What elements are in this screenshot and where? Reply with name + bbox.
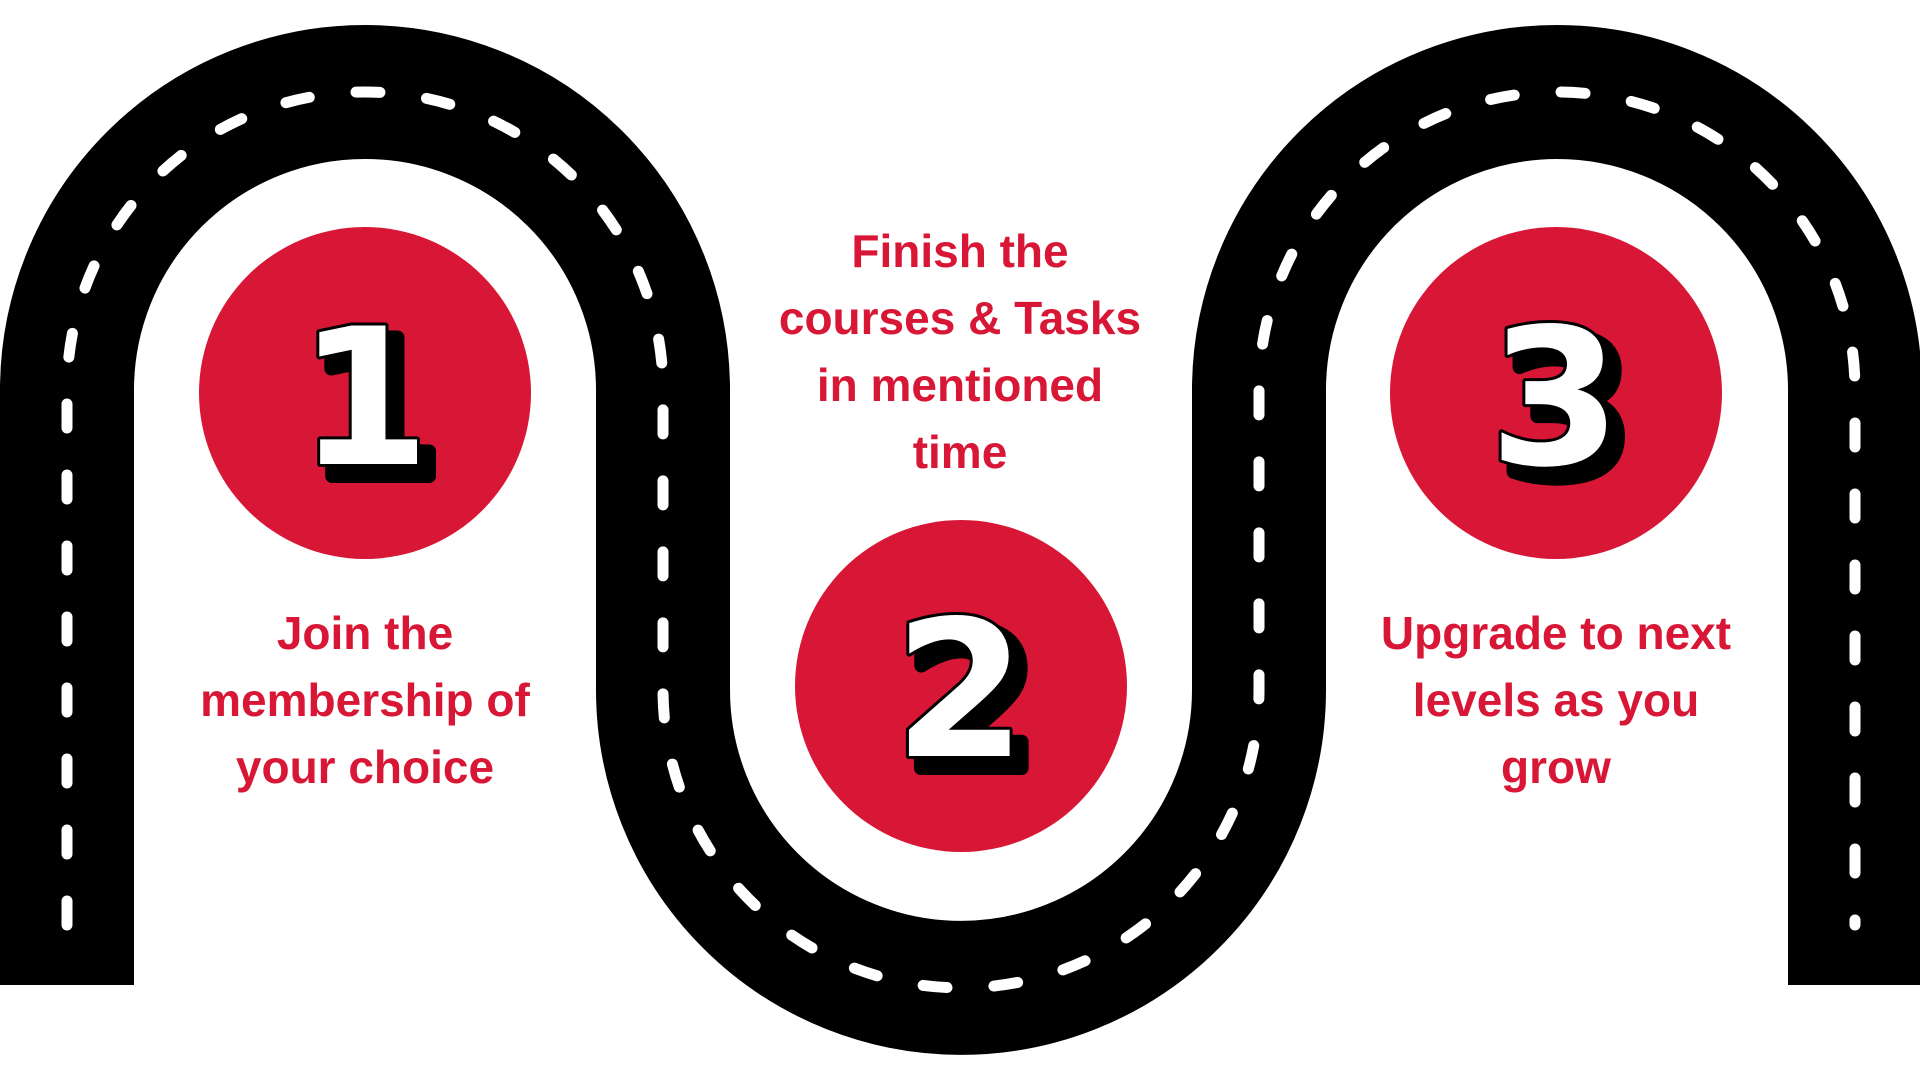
step-3-label-line: grow: [1501, 741, 1611, 793]
step-2-label: Finish the courses & Tasks in mentioned …: [740, 218, 1180, 486]
step-2-label-line: time: [912, 426, 1008, 478]
step-1-circle: [199, 227, 531, 559]
step-3-circle: [1390, 227, 1722, 559]
step-1-label-line: Join the: [276, 607, 454, 659]
step-3-number-shadow: 3: [1501, 300, 1633, 521]
step-3-label-line: levels as you: [1412, 674, 1700, 726]
step-2-label-line: Finish the: [851, 225, 1069, 277]
step-1-badge: 1 1: [199, 227, 531, 559]
step-3-number: 3: [1489, 288, 1621, 509]
step-1-label: Join the membership of your choice: [145, 600, 585, 801]
step-2-label-line: in mentioned: [816, 359, 1104, 411]
step-2-label-line: courses & Tasks: [778, 292, 1142, 344]
step-2-circle: [795, 520, 1127, 852]
step-1-label-line: your choice: [235, 741, 495, 793]
step-1-number-shadow: 1: [310, 300, 442, 521]
step-3-label: Upgrade to next levels as you grow: [1336, 600, 1776, 801]
step-3-label-line: Upgrade to next: [1380, 607, 1732, 659]
lane-markings: [61, 86, 1861, 994]
step-3-badge: 3 3: [1390, 227, 1722, 559]
step-1-number: 1: [298, 288, 430, 509]
step-2-number: 2: [894, 580, 1026, 801]
step-2-number-shadow: 2: [906, 592, 1038, 813]
step-2-badge: 2 2: [795, 520, 1127, 852]
step-1-label-line: membership of: [200, 674, 530, 726]
